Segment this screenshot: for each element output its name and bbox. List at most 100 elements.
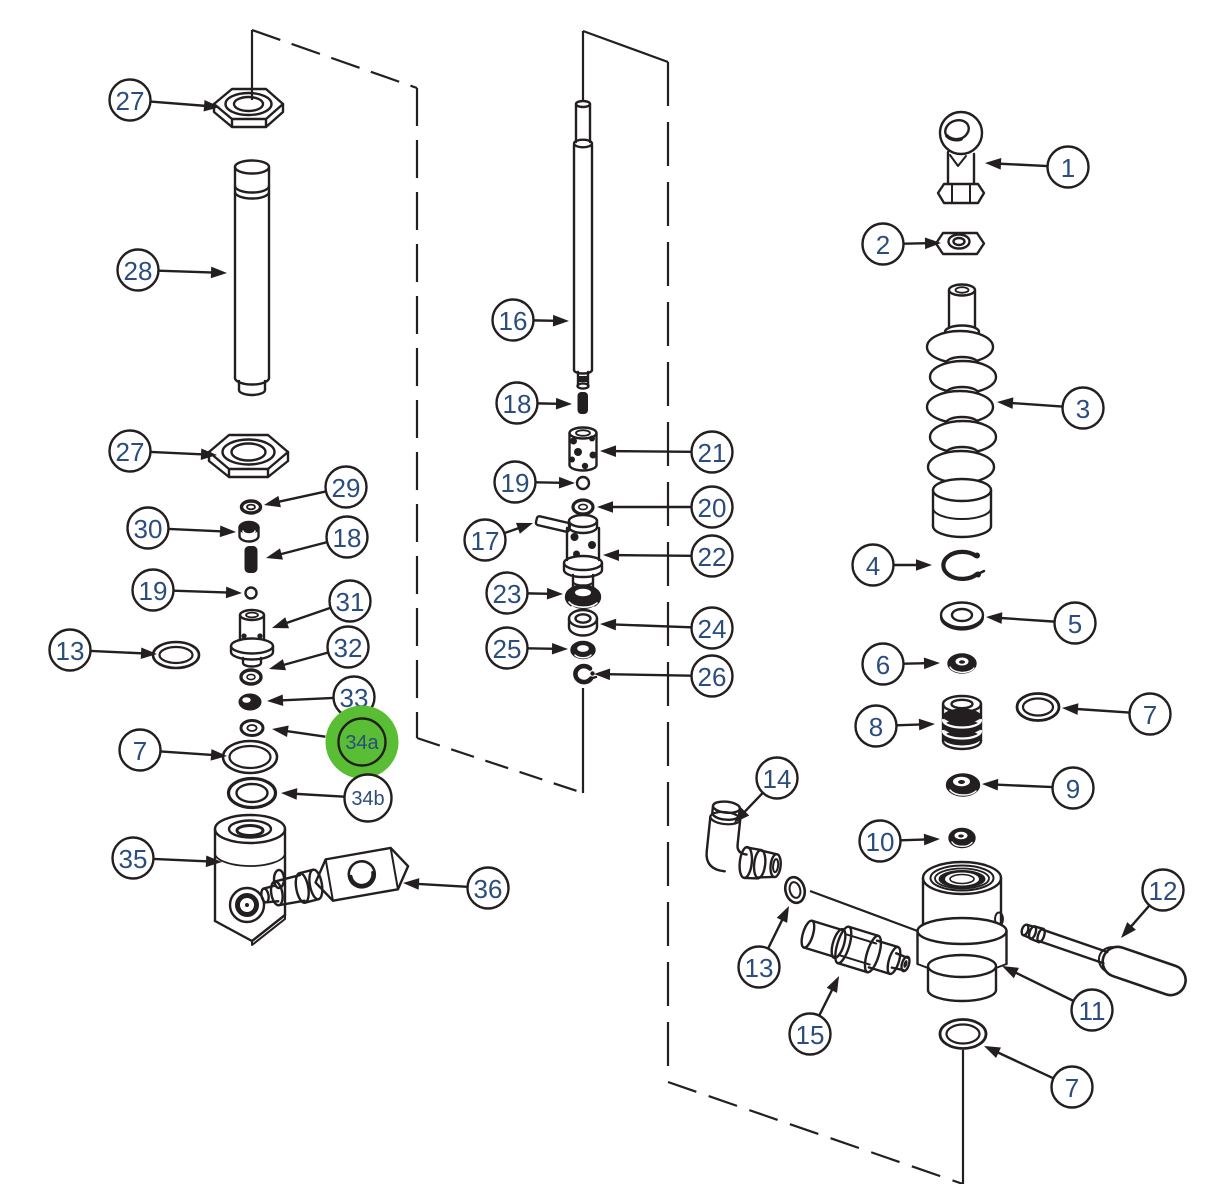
callout-balloon[interactable] <box>343 773 393 823</box>
callout-arrowhead <box>924 237 941 250</box>
callout-arrow-line <box>1013 970 1075 1003</box>
callout-balloon[interactable] <box>690 485 734 529</box>
part-11-pump-cylinder <box>916 860 1008 1003</box>
callout-24[interactable]: 24 <box>600 606 734 650</box>
boundary-lines <box>250 28 965 1184</box>
callout-20[interactable]: 20 <box>597 485 734 529</box>
callout-5[interactable]: 5 <box>986 601 1097 645</box>
callout-15[interactable]: 15 <box>788 976 840 1056</box>
callout-balloon[interactable] <box>858 819 902 863</box>
part-23-piston-seal <box>564 584 602 611</box>
callout-balloon[interactable] <box>851 543 895 587</box>
callout-6[interactable]: 6 <box>861 642 941 686</box>
callout-34a[interactable]: 34a <box>272 705 399 779</box>
callout-27[interactable]: 27 <box>108 78 221 122</box>
callout-balloon[interactable] <box>491 298 535 342</box>
callout-label: 15 <box>796 1020 825 1050</box>
callout-label: 7 <box>1143 700 1157 730</box>
callout-balloon[interactable] <box>737 945 781 989</box>
callout-balloon[interactable] <box>337 717 387 767</box>
callout-balloon[interactable] <box>126 506 170 550</box>
callout-18[interactable]: 18 <box>495 381 573 425</box>
callout-arrowhead <box>985 157 1002 170</box>
callout-7[interactable]: 7 <box>118 728 228 772</box>
callout-7[interactable]: 7 <box>984 1046 1094 1109</box>
callout-balloon[interactable] <box>131 568 175 612</box>
callout-balloon[interactable] <box>1070 988 1114 1032</box>
callout-balloon[interactable] <box>493 460 537 504</box>
callout-balloon[interactable] <box>326 625 370 669</box>
callout-balloon[interactable] <box>861 642 905 686</box>
callout-arrowhead <box>916 559 932 571</box>
callout-1[interactable]: 1 <box>985 145 1090 189</box>
callout-32[interactable]: 32 <box>269 625 370 671</box>
callout-balloon[interactable] <box>1050 1065 1094 1109</box>
callout-13[interactable]: 13 <box>48 628 158 672</box>
callout-balloon[interactable] <box>48 628 92 672</box>
callout-balloon[interactable] <box>1061 386 1105 430</box>
callout-31[interactable]: 31 <box>272 579 372 629</box>
callout-balloon[interactable] <box>1051 766 1095 810</box>
callout-label: 30 <box>134 514 163 544</box>
callout-8[interactable]: 8 <box>854 704 936 748</box>
callout-balloon[interactable] <box>690 606 734 650</box>
callout-balloon[interactable] <box>1053 601 1097 645</box>
callout-balloon[interactable] <box>755 756 799 800</box>
callout-35[interactable]: 35 <box>111 836 223 880</box>
callout-arrowhead <box>555 397 572 410</box>
callout-12[interactable]: 12 <box>1121 868 1185 939</box>
callout-balloon[interactable] <box>861 222 905 266</box>
callout-balloon[interactable] <box>324 465 368 509</box>
callout-9[interactable]: 9 <box>982 766 1095 810</box>
callout-34b[interactable]: 34b <box>281 773 393 823</box>
callout-balloon[interactable] <box>108 78 152 122</box>
callout-11[interactable]: 11 <box>1002 966 1114 1032</box>
callout-3[interactable]: 3 <box>997 386 1105 430</box>
callout-19[interactable]: 19 <box>131 568 243 612</box>
callout-36[interactable]: 36 <box>403 866 510 910</box>
callout-7[interactable]: 7 <box>1062 692 1172 736</box>
callout-balloon[interactable] <box>116 248 160 292</box>
callout-balloon[interactable] <box>325 515 369 559</box>
callout-balloon[interactable] <box>1128 692 1172 736</box>
callout-balloon[interactable] <box>690 430 734 474</box>
callout-23[interactable]: 23 <box>485 571 564 615</box>
callout-10[interactable]: 10 <box>858 819 941 863</box>
callout-balloon[interactable] <box>1141 868 1185 912</box>
callout-balloon[interactable] <box>108 429 152 473</box>
callout-balloon[interactable] <box>690 534 734 578</box>
callout-27[interactable]: 27 <box>108 429 218 473</box>
callout-balloon[interactable] <box>328 579 372 623</box>
callout-balloon[interactable] <box>466 866 510 910</box>
callout-balloon[interactable] <box>854 704 898 748</box>
callout-arrowhead <box>597 501 613 513</box>
callout-19[interactable]: 19 <box>493 460 576 504</box>
callout-17[interactable]: 17 <box>463 518 534 562</box>
callout-25[interactable]: 25 <box>485 626 569 670</box>
callout-28[interactable]: 28 <box>116 248 228 292</box>
callout-balloon[interactable] <box>118 728 162 772</box>
callout-balloon[interactable] <box>495 381 539 425</box>
callout-21[interactable]: 21 <box>600 430 734 474</box>
callout-arrowhead <box>281 788 298 800</box>
callout-29[interactable]: 29 <box>264 465 368 509</box>
callout-balloon[interactable] <box>485 571 529 615</box>
callout-26[interactable]: 26 <box>594 654 734 698</box>
callout-18[interactable]: 18 <box>266 515 369 560</box>
callout-2[interactable]: 2 <box>861 222 942 266</box>
callout-arrowhead <box>272 617 290 629</box>
callout-22[interactable]: 22 <box>603 534 734 578</box>
callout-label: 19 <box>501 468 530 498</box>
callout-balloon[interactable] <box>1046 145 1090 189</box>
callout-30[interactable]: 30 <box>126 506 237 550</box>
callout-balloon[interactable] <box>463 518 507 562</box>
callout-14[interactable]: 14 <box>734 756 799 824</box>
callout-16[interactable]: 16 <box>491 298 570 342</box>
callout-balloon[interactable] <box>690 654 734 698</box>
callout-balloon[interactable] <box>485 626 529 670</box>
callout-13[interactable]: 13 <box>737 906 790 989</box>
callout-4[interactable]: 4 <box>851 543 933 587</box>
callout-balloon[interactable] <box>111 836 155 880</box>
callout-balloon[interactable] <box>788 1012 832 1056</box>
